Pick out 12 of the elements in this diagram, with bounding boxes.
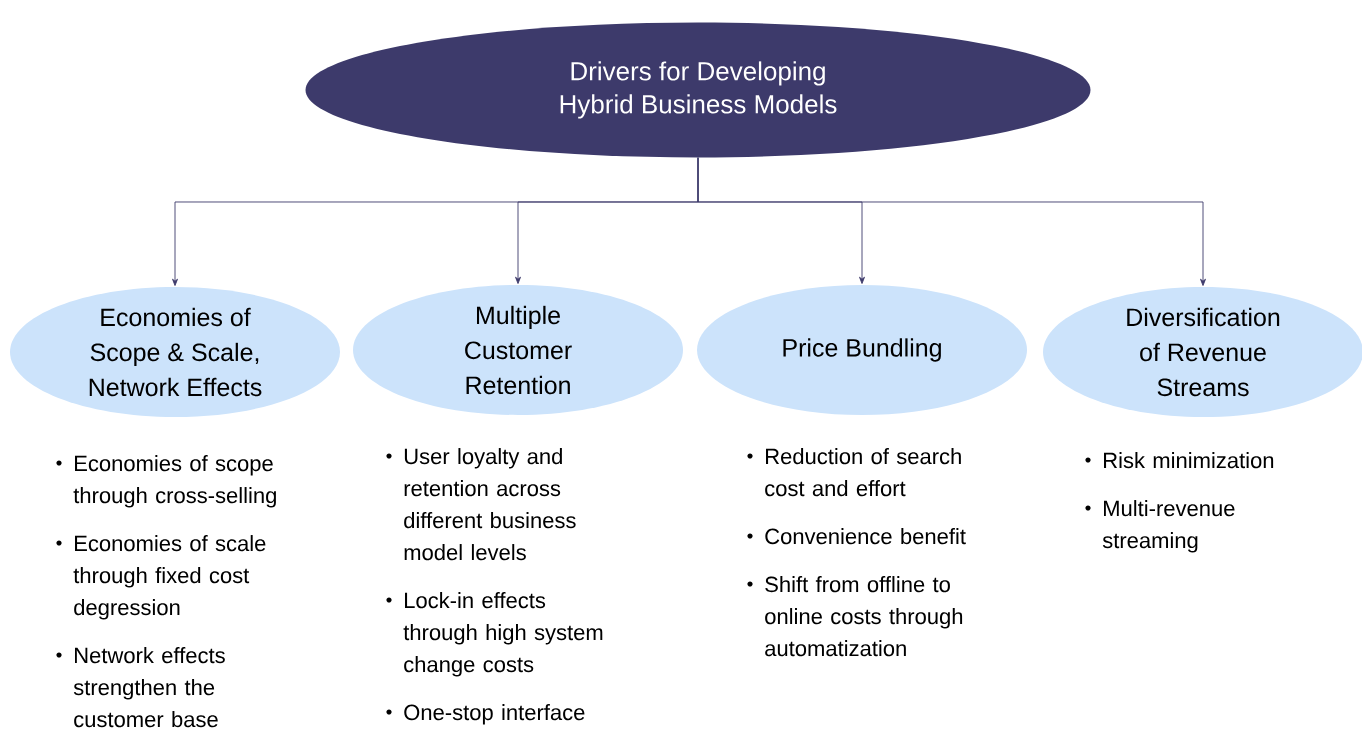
bullet-item: Convenience benefit [747,528,966,545]
bullet-item: One-stop interface [386,704,585,725]
bullet-item: Network effects strengthen the customer base [56,647,225,728]
bullet-item: Reduction of search cost and effort [747,448,961,497]
bullet-item: Risk minimization [1085,452,1274,469]
bullet-item: Multi-revenue streaming [1085,500,1235,553]
arrow [697,157,1206,286]
bullet-item: Lock-in effects through high system change costs [386,592,603,677]
bullet-item: Shift from offline to online costs through automatization [747,576,963,657]
bullet-item: Economies of scope through cross-selling [56,455,276,508]
bullet-item: Economies of scale through fixed cost degression [56,535,266,620]
bullet-item: User loyalty and retention across different business model levels [386,448,576,561]
